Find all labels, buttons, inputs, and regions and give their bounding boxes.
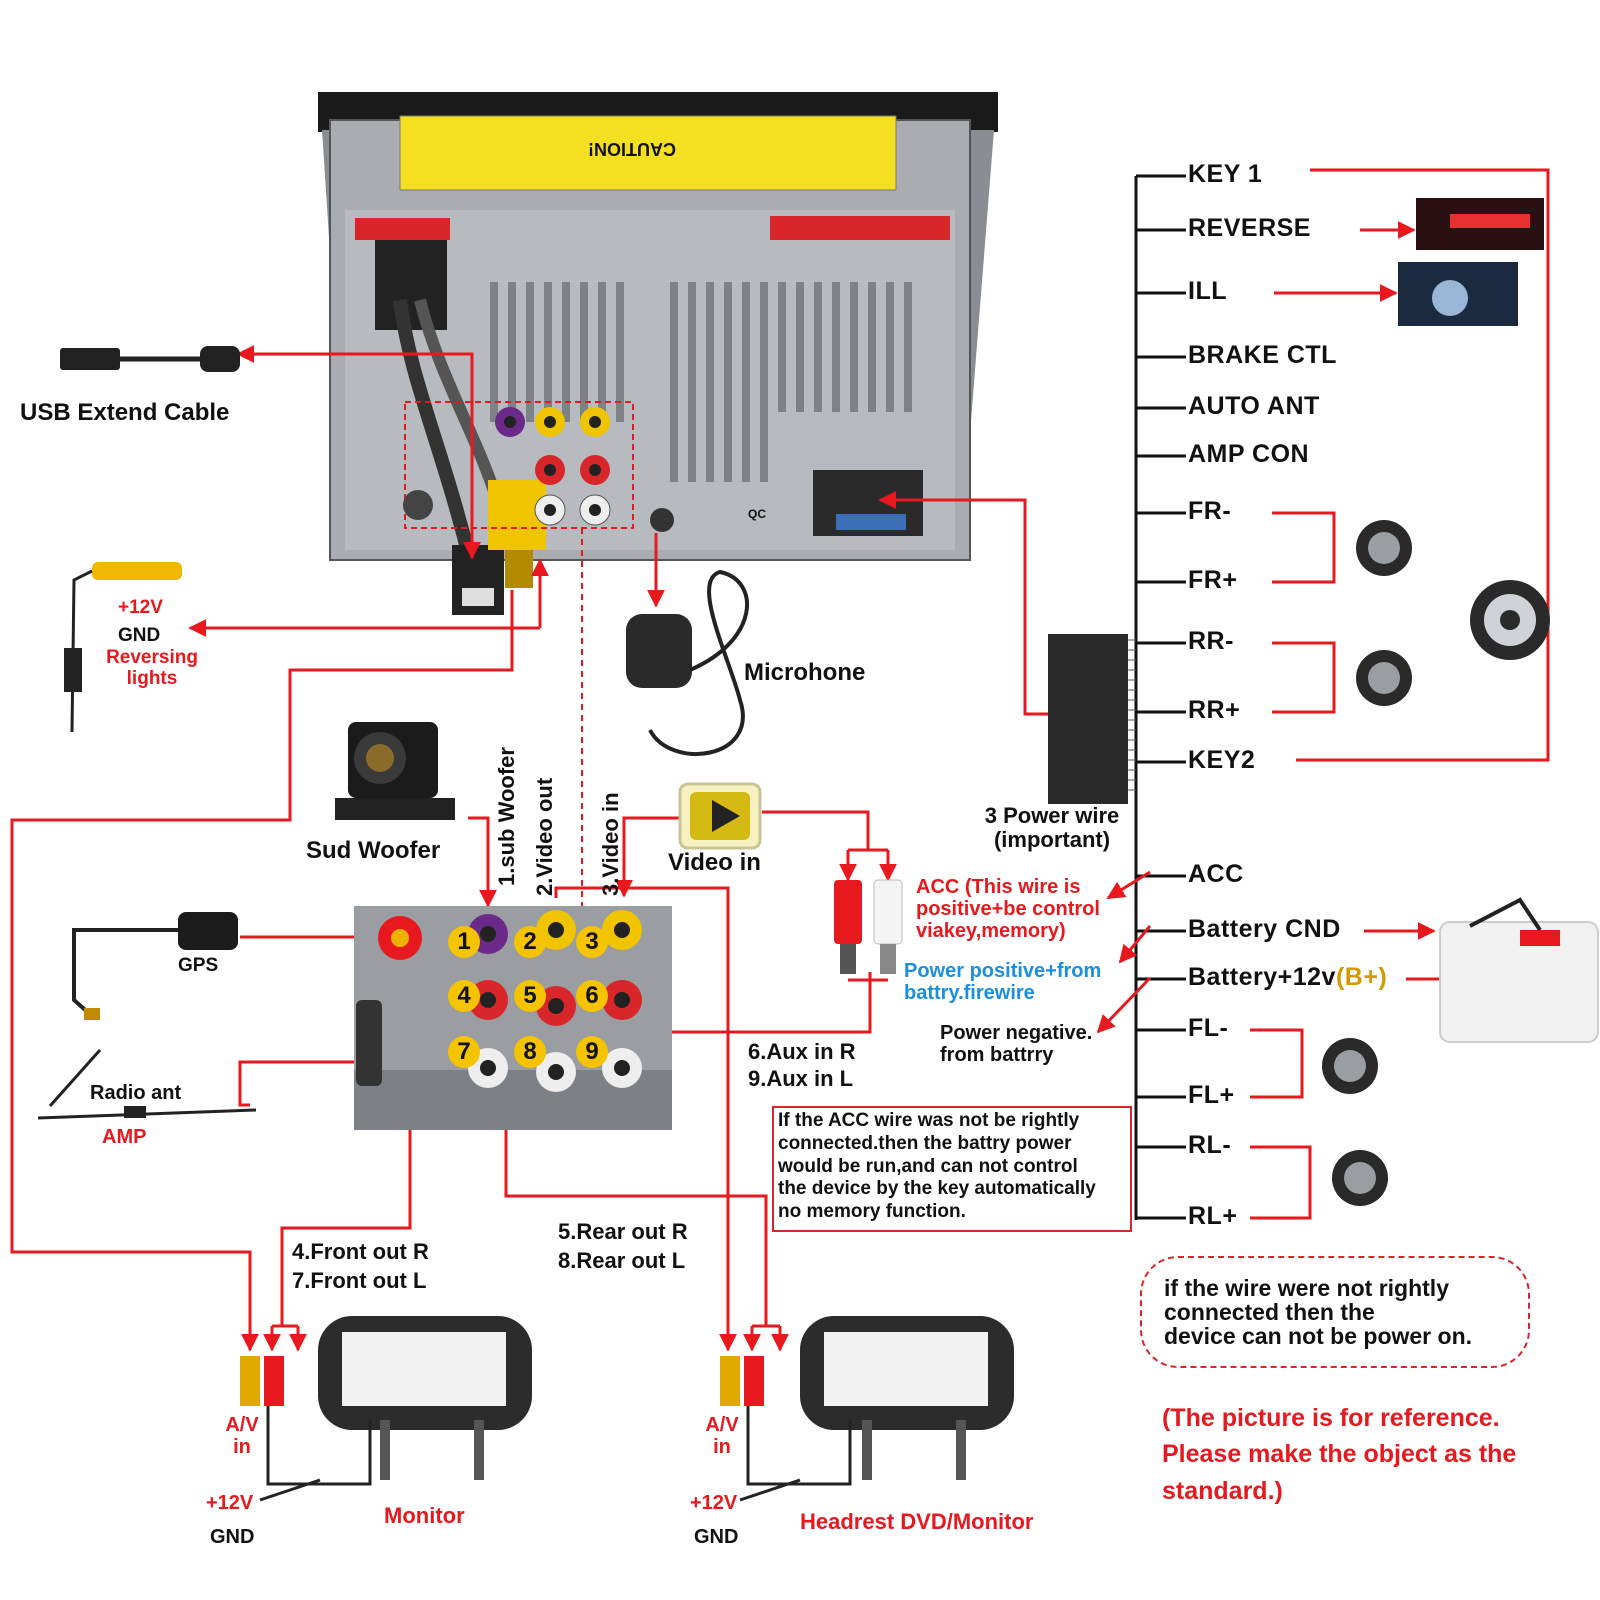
wire-rr-minus: RR- xyxy=(1188,627,1234,655)
wire-battery-cnd: Battery CND xyxy=(1188,915,1341,943)
aux-rca-plugs-icon xyxy=(834,879,903,974)
reversing-gnd-label: GND xyxy=(118,625,161,646)
rca-label-video-in: 3.Video in xyxy=(598,792,623,896)
reference-note: (The picture is for reference.Please mak… xyxy=(1162,1404,1517,1505)
monitor-left-gnd: GND xyxy=(210,1526,255,1548)
amp-label: AMP xyxy=(102,1126,147,1148)
usb-extend-label: USB Extend Cable xyxy=(20,399,230,426)
monitor-left-icon xyxy=(318,1316,532,1480)
microphone-icon xyxy=(626,569,750,756)
wire-fr-minus: FR- xyxy=(1188,497,1232,525)
wire-rl-plus: RL+ xyxy=(1188,1202,1238,1230)
rca-output-panel xyxy=(354,906,672,1130)
radio-antenna-icon xyxy=(37,1049,257,1120)
rca-num-6: 6 xyxy=(576,980,608,1012)
rca-num-9: 9 xyxy=(576,1036,608,1068)
wire-rr-plus: RR+ xyxy=(1188,696,1241,724)
wire-acc: ACC xyxy=(1188,860,1244,888)
rca-num-4: 4 xyxy=(448,980,480,1012)
rca-num-5: 5 xyxy=(514,980,546,1012)
wire-key2: KEY2 xyxy=(1188,746,1256,774)
radio-ant-label: Radio ant xyxy=(90,1082,182,1104)
power-negative-note: Power negative.from battrry xyxy=(940,1022,1093,1066)
camera-label: Sud Woofer xyxy=(306,837,441,864)
wire-ill: ILL xyxy=(1188,277,1227,305)
usb-cable-icon xyxy=(60,346,240,372)
camera-icon xyxy=(335,722,455,820)
headlight-icon xyxy=(1398,262,1518,326)
microphone-label: Microhone xyxy=(744,659,866,686)
wire-brake-ctl: BRAKE CTL xyxy=(1188,341,1337,369)
battery-icon xyxy=(1439,897,1599,1043)
wire-fr-plus: FR+ xyxy=(1188,566,1238,594)
monitor-right-label: Headrest DVD/Monitor xyxy=(800,1509,1034,1534)
speaker-icon xyxy=(1322,520,1412,1206)
monitor-right-plus12: +12V xyxy=(690,1492,738,1514)
head-unit xyxy=(318,92,998,615)
wire-key1: KEY 1 xyxy=(1188,160,1263,188)
rca-num-1: 1 xyxy=(448,926,480,958)
reverse-light-icon xyxy=(1416,198,1544,250)
rca-label-video-out: 2.Video out xyxy=(532,777,557,896)
video-in-icon xyxy=(678,782,762,850)
rca-num-8: 8 xyxy=(514,1036,546,1068)
wire-auto-ant: AUTO ANT xyxy=(1188,392,1320,420)
wire-harness xyxy=(1048,174,1186,1220)
monitor-left-label: Monitor xyxy=(384,1503,465,1528)
monitor-left-plus12: +12V xyxy=(206,1492,254,1514)
rca-label-sub-woofer: 1.sub Woofer xyxy=(494,747,519,886)
monitor-cables xyxy=(240,1356,852,1502)
wire-amp-con: AMP CON xyxy=(1188,440,1310,468)
rca-num-7: 7 xyxy=(448,1036,480,1068)
gps-antenna-icon xyxy=(72,912,238,1020)
caution-label: CAUTION! xyxy=(588,138,676,159)
monitor-right-icon xyxy=(800,1316,1014,1480)
wire-battery-plus: Battery+12v(B+) xyxy=(1188,963,1388,991)
wire-fl-plus: FL+ xyxy=(1188,1081,1235,1109)
steering-wheel-icon xyxy=(1470,580,1550,660)
reversing-light-connector-icon xyxy=(64,562,182,733)
wire-rl-minus: RL- xyxy=(1188,1131,1232,1159)
power-wire-label: 3 Power wire(important) xyxy=(984,803,1120,853)
video-in-label: Video in xyxy=(668,849,761,876)
rca-num-3: 3 xyxy=(576,926,608,958)
reversing-plus12-label: +12V xyxy=(118,597,163,618)
qc-label: QC xyxy=(748,507,766,521)
rca-num-2: 2 xyxy=(514,926,546,958)
wire-fl-minus: FL- xyxy=(1188,1014,1229,1042)
gps-label: GPS xyxy=(178,955,219,976)
wire-reverse: REVERSE xyxy=(1188,214,1311,242)
monitor-right-gnd: GND xyxy=(694,1526,739,1548)
